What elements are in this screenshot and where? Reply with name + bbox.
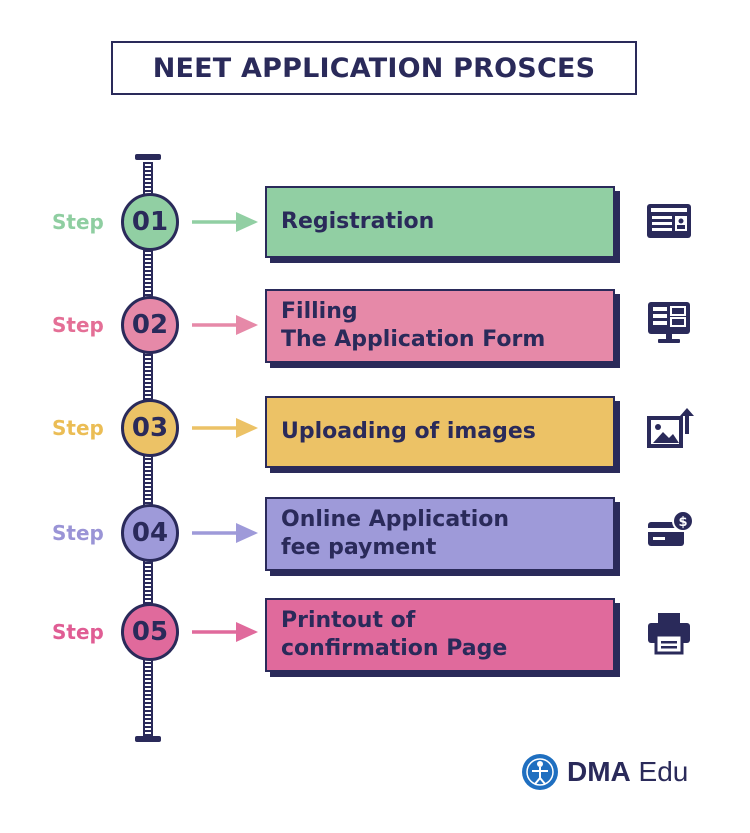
step-number-circle-3: 03 [121, 399, 179, 457]
step-number-3: 03 [131, 413, 169, 443]
step-title-4-line1: Online Application [281, 507, 510, 532]
logo-mark-icon [522, 754, 558, 790]
step-title-4-line2: fee payment [281, 535, 437, 560]
step-label-4: Step [52, 521, 104, 545]
step-number-circle-4: 04 [121, 504, 179, 562]
step-card-4: Online Application fee payment [265, 497, 615, 571]
rail-top-cap [135, 154, 161, 160]
computer-monitor-icon [648, 302, 690, 343]
step-number-circle-1: 01 [121, 193, 179, 251]
step-number-1: 01 [131, 207, 169, 237]
image-upload-icon [647, 408, 694, 448]
step-title-3-line1: Uploading of images [281, 419, 536, 444]
step-title-1-line1: Registration [281, 209, 435, 234]
step-title-5-line2: confirmation Page [281, 636, 508, 661]
id-card-icon [647, 204, 691, 238]
step-label-5: Step [52, 620, 104, 644]
svg-text:$: $ [678, 515, 687, 530]
step-number-circle-2: 02 [121, 296, 179, 354]
step-label-3: Step [52, 416, 104, 440]
page-title: NEET APPLICATION PROSCES [111, 41, 637, 95]
step-title-5-line1: Printout of [281, 608, 416, 633]
arrow-icon-3 [192, 418, 258, 438]
step-card-1: Registration [265, 186, 615, 258]
step-card-2: Filling The Application Form [265, 289, 615, 363]
logo-regular-text: Edu [630, 756, 689, 787]
dma-edu-logo: DMA Edu [521, 752, 688, 792]
arrow-icon-4 [192, 523, 258, 543]
step-card-5: Printout of confirmation Page [265, 598, 615, 672]
step-number-4: 04 [131, 518, 169, 548]
step-label-1: Step [52, 210, 104, 234]
step-title-2-line1: Filling [281, 299, 358, 324]
credit-card-payment-icon: $ [648, 510, 694, 546]
step-title-2-line2: The Application Form [281, 327, 546, 352]
step-number-circle-5: 05 [121, 603, 179, 661]
step-label-2: Step [52, 313, 104, 337]
logo-wordmark: DMA Edu [567, 756, 688, 788]
logo-bold-text: DMA [567, 756, 631, 787]
page-title-text: NEET APPLICATION PROSCES [152, 52, 596, 84]
step-number-5: 05 [131, 617, 169, 647]
arrow-icon-1 [192, 212, 258, 232]
arrow-icon-2 [192, 315, 258, 335]
printer-icon [648, 613, 690, 655]
rail-bottom-cap [135, 736, 161, 742]
step-number-2: 02 [131, 310, 169, 340]
step-card-3: Uploading of images [265, 396, 615, 468]
arrow-icon-5 [192, 622, 258, 642]
